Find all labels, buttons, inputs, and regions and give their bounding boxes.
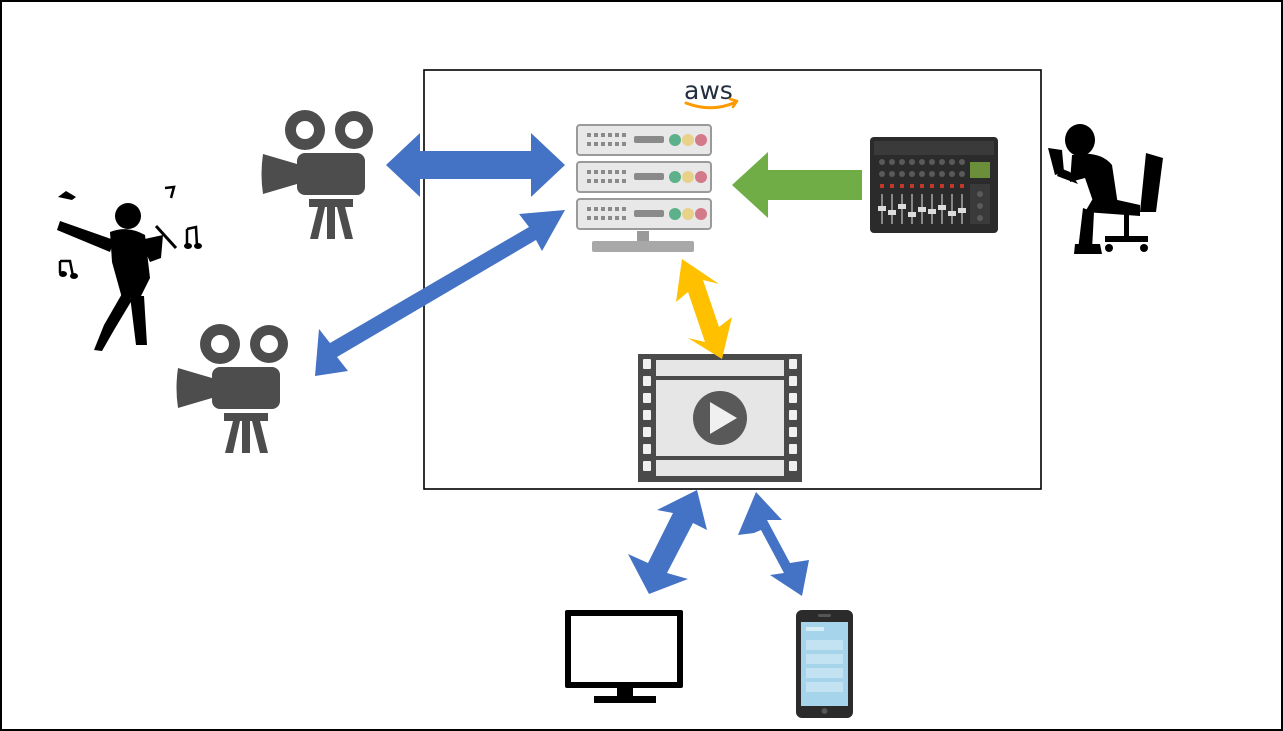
smartphone-icon [796,610,853,718]
bidirectional-arrow-camera2-server [315,210,565,376]
aws-cloud-box [423,69,1042,490]
arrow-mixer-to-server [732,152,862,218]
bidirectional-arrow-video-smartphone [738,492,809,596]
aws-smile-icon [684,100,738,110]
bidirectional-arrow-server-video [676,259,732,359]
video-player-icon [638,354,802,482]
bidirectional-arrow-camera-server [386,133,565,197]
music-note-icon [58,185,202,279]
video-camera-icon [261,110,373,239]
server-rack-icon [576,124,712,252]
monitor-icon [565,610,683,703]
operator-icon [1048,124,1163,254]
aws-logo: aws [684,76,739,110]
singer-icon [57,203,178,351]
audio-mixer-icon [870,137,998,233]
aws-logo-text: aws [684,76,733,105]
video-camera-icon [176,324,288,453]
bidirectional-arrow-video-monitor [628,490,707,594]
